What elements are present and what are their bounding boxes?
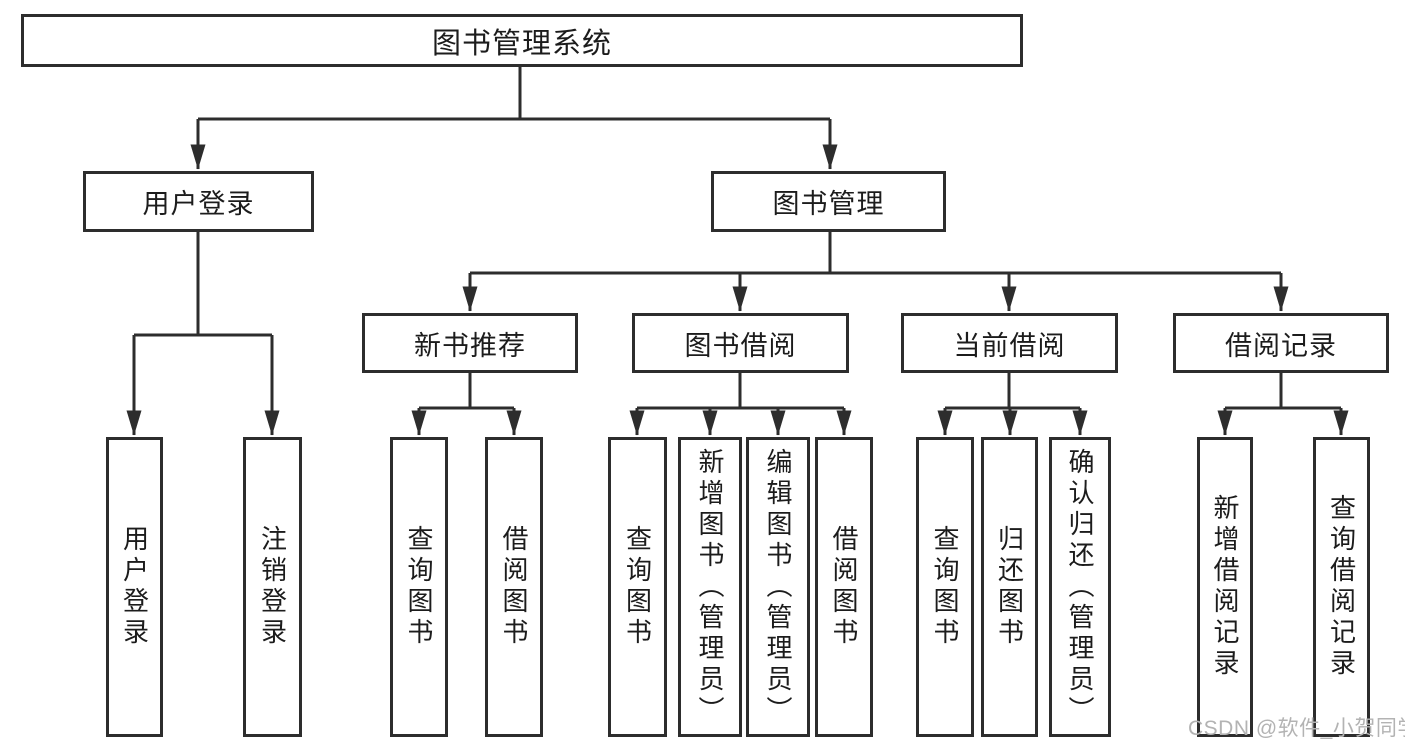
leaf-return-books: 归还图书 bbox=[981, 437, 1038, 737]
leaf-add-borrow-record: 新增借阅记录 bbox=[1197, 437, 1253, 737]
leaf-query-borrow-record: 查询借阅记录 bbox=[1313, 437, 1370, 737]
csdn-watermark: CSDN @软件_小贺同学 bbox=[1188, 717, 1405, 740]
leaf-add-books-admin: 新增图书（管理员） bbox=[678, 437, 742, 737]
leaf-borrow-books-borrowing: 借阅图书 bbox=[815, 437, 873, 737]
connector-new-book-rec-children bbox=[411, 373, 522, 436]
connector-user-login-children bbox=[126, 232, 280, 436]
connector-book-borrow-children bbox=[629, 373, 852, 436]
leaf-query-books-borrowing: 查询图书 bbox=[608, 437, 667, 737]
node-borrowing-records: 借阅记录 bbox=[1173, 313, 1389, 373]
connector-root-to-level2 bbox=[190, 66, 838, 170]
node-book-borrowing: 图书借阅 bbox=[632, 313, 849, 373]
node-new-book-recommend: 新书推荐 bbox=[362, 313, 578, 373]
leaf-edit-books-admin: 编辑图书（管理员） bbox=[746, 437, 810, 737]
node-user-login: 用户登录 bbox=[83, 171, 314, 232]
leaf-query-books-current: 查询图书 bbox=[916, 437, 974, 737]
leaf-user-login: 用户登录 bbox=[106, 437, 163, 737]
node-current-borrowing: 当前借阅 bbox=[901, 313, 1118, 373]
leaf-confirm-return-admin: 确认归还（管理员） bbox=[1049, 437, 1111, 737]
connector-borrow-records-children bbox=[1217, 373, 1349, 436]
connector-current-borrow-children bbox=[937, 373, 1088, 436]
leaf-query-books-recommend: 查询图书 bbox=[390, 437, 448, 737]
connector-book-mgmt-to-level3 bbox=[462, 232, 1289, 312]
node-library-system: 图书管理系统 bbox=[21, 14, 1023, 67]
node-book-management: 图书管理 bbox=[711, 171, 946, 232]
leaf-logout: 注销登录 bbox=[243, 437, 302, 737]
leaf-borrow-books-recommend: 借阅图书 bbox=[485, 437, 543, 737]
